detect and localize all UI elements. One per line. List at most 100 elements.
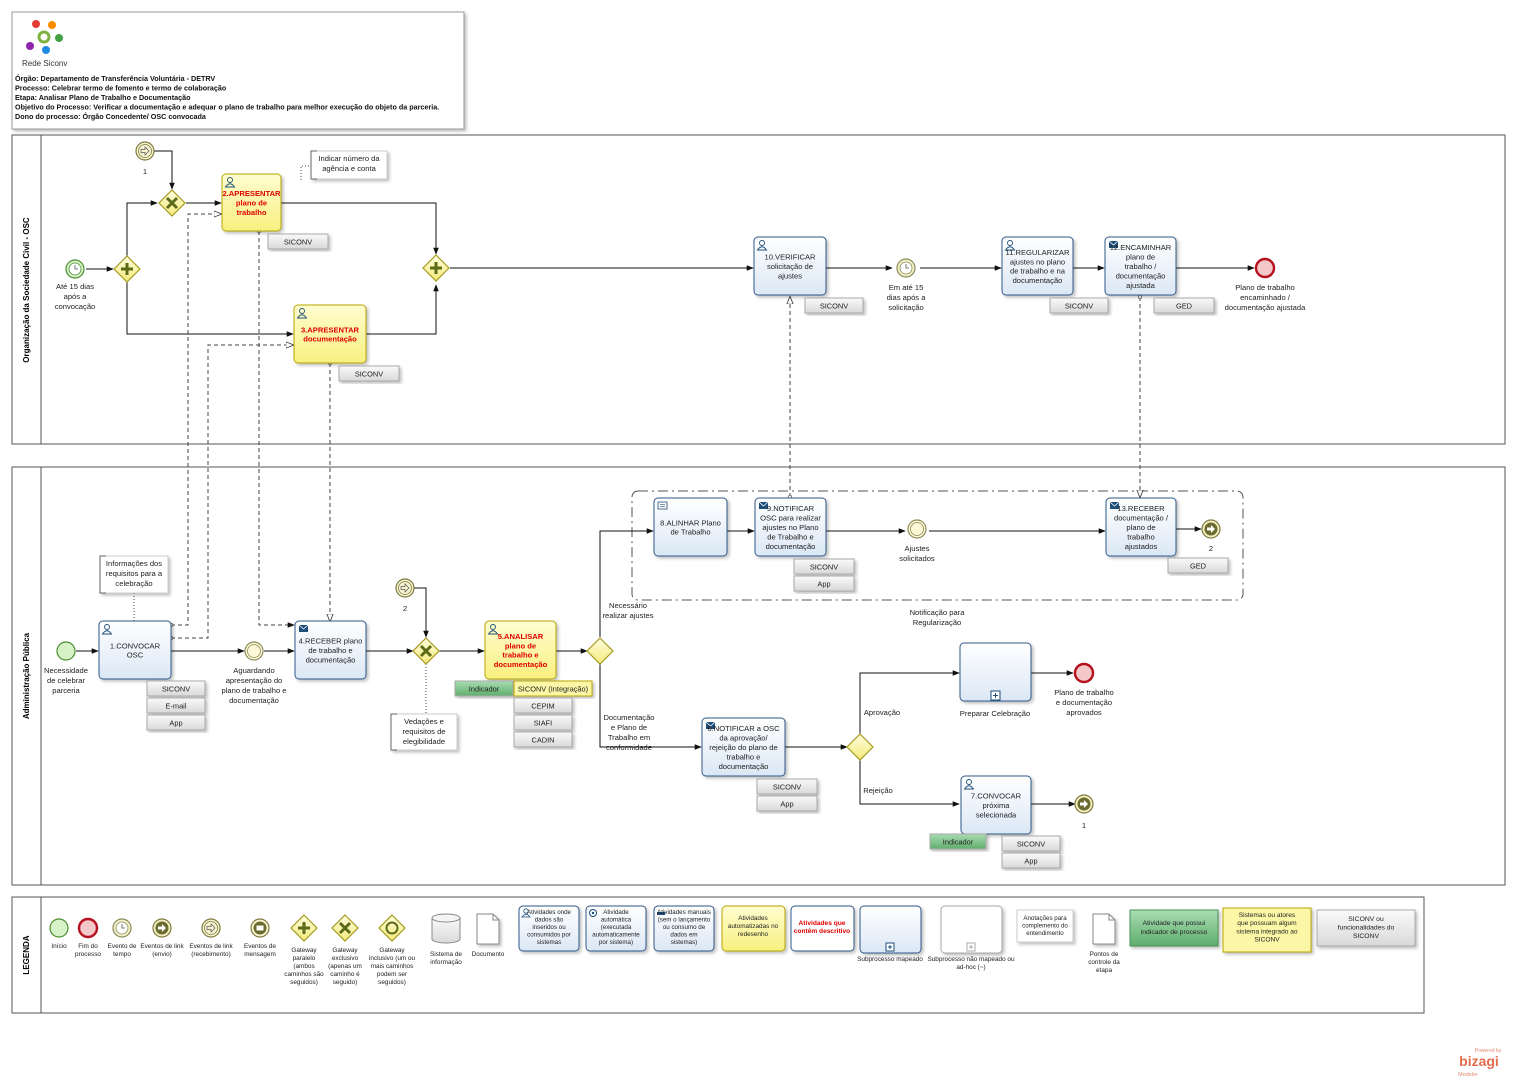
logo-text: Rede Siconv [22, 59, 67, 68]
task-6-system-siconv: SICONV [756, 778, 818, 795]
system-label: SICONV (Integração) [518, 685, 588, 694]
system-label: GED [1176, 302, 1192, 311]
system-label: CEPIM [531, 702, 554, 711]
label-line: Eventos de link [140, 943, 184, 950]
legend-timer-event [112, 918, 132, 938]
document-icon [476, 913, 500, 945]
label-line: inclusivo (um ou [369, 955, 416, 962]
user-icon [756, 240, 768, 251]
task-label: 4.RECEBER plano [299, 637, 363, 646]
task-label: 7.CONVOCAR [971, 792, 1022, 801]
gateway-analise [586, 637, 614, 665]
user-icon [101, 624, 113, 635]
legend-link-throw [152, 918, 172, 938]
label-line: plano de trabalho e [221, 686, 286, 695]
gear-icon [589, 909, 597, 917]
legend-task-text: Atividades manuais [657, 909, 711, 916]
system-label: SICONV [810, 563, 838, 572]
legend-siconv-text: funcionalidades do [1338, 924, 1395, 931]
label-line: conformidade [606, 743, 652, 752]
database-icon [431, 913, 461, 944]
label-line: Fim do [78, 943, 98, 950]
label-line: Gateway [291, 947, 317, 954]
user-icon [963, 779, 975, 790]
legend-link-catch [201, 918, 221, 938]
label-line: (ambos [293, 963, 314, 970]
task-label: documentação [303, 335, 357, 344]
task-9-system-app: App [793, 575, 855, 592]
task-label: ajustes [778, 271, 802, 280]
legend-task-text: inseridos ou [532, 924, 566, 931]
annotation-text: requisitos de [402, 727, 445, 736]
legend-systems-text: que possuam algum [1237, 920, 1297, 927]
mail-icon [1109, 501, 1120, 509]
start-timer-event [65, 259, 85, 279]
lane-legend-title: LEGENDA [22, 935, 31, 974]
label-line: e Plano de [611, 723, 647, 732]
label-line: solicitação [888, 303, 923, 312]
intermediate-ajustes-event [907, 519, 927, 539]
legend-subproc-text: Subprocesso mapeado [857, 956, 923, 963]
label-line: parceria [52, 686, 80, 695]
label-line: dias após a [887, 293, 927, 302]
task-label: OSC [127, 651, 144, 660]
legend-systems-text: sistema integrado ao [1236, 928, 1298, 935]
sequence-flows [76, 150, 1255, 807]
link-throw-1-label: 1 [1082, 821, 1086, 830]
task-label: ajustados [1125, 542, 1158, 551]
task-label: 9.NOTIFICAR [767, 504, 815, 513]
subprocess-preparar-celebracao[interactable]: Preparar Celebração [959, 642, 1032, 718]
task-5-system-cepim: CEPIM [513, 697, 573, 714]
hand-icon [657, 912, 665, 915]
task-5-system-siconv: SICONV (Integração) [513, 680, 593, 697]
label-line: realizar ajustes [602, 611, 653, 620]
task-label: plano de [1126, 523, 1155, 532]
system-label: GED [1190, 562, 1206, 571]
label-line: de celebrar [47, 676, 85, 685]
legend-gateway-inclusive [378, 914, 406, 942]
legend-task-text: sistemas) [671, 939, 697, 946]
system-label: SICONV [284, 238, 312, 247]
annotation-text: Informações dos [106, 559, 162, 568]
task-label: documentação / [1114, 514, 1169, 523]
label-line: caminho é [330, 971, 360, 978]
header-box: Rede Siconv Órgão: Departamento de Trans… [11, 11, 465, 130]
task-label: de trabalho e [308, 646, 352, 655]
parallel-gateway-join [422, 254, 450, 282]
task-13-system: GED [1167, 557, 1229, 574]
label-line: mais caminhos [371, 963, 414, 970]
task-1-system-siconv: SICONV [146, 680, 206, 697]
label-line: Gateway [332, 947, 358, 954]
system-label: App [780, 800, 793, 809]
system-label: CADIN [532, 736, 555, 745]
label-line: (envio) [152, 951, 172, 958]
legend-siconv-text: SICONV [1353, 933, 1380, 940]
label-line: 2 [403, 604, 407, 613]
task-label: próxima [982, 801, 1010, 810]
legend-systems-text: SICONV [1254, 937, 1280, 944]
